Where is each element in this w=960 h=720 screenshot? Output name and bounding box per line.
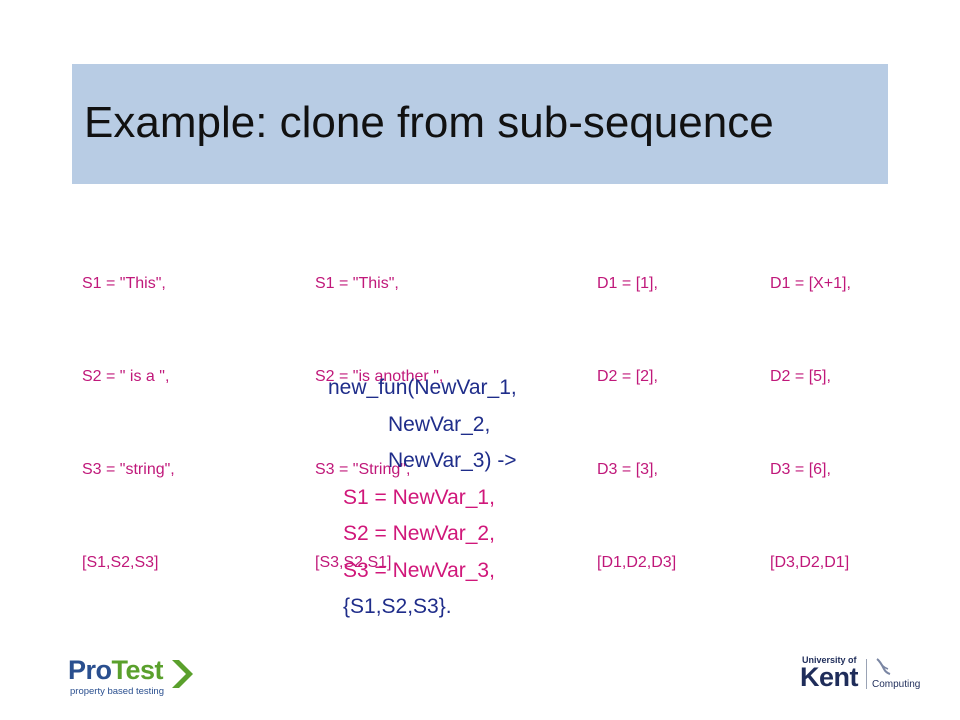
function-param-line: NewVar_2, — [388, 412, 491, 436]
function-body-line: S1 = NewVar_1, — [343, 485, 495, 509]
protest-logo: ProTest property based testing — [68, 655, 203, 700]
code-line: S3 = "String", — [315, 461, 411, 478]
code-line: [D3,D2,D1] — [770, 554, 850, 571]
function-param-line: NewVar_3) -> — [388, 449, 517, 472]
logo-divider — [866, 659, 867, 689]
kent-name: Kent — [800, 662, 859, 692]
code-line: S3 = "string", — [82, 461, 175, 478]
title-bar: Example: clone from sub-sequence — [72, 64, 888, 184]
function-body-line: S3 = NewVar_3, — [343, 558, 495, 582]
kent-emblem-icon — [876, 658, 891, 675]
code-line: [S1,S2,S3] — [82, 554, 159, 571]
code-line: D3 = [3], — [597, 461, 658, 478]
example-column-4: D1 = [X+1], D2 = [5], D3 = [6], [D3,D2,D… — [770, 206, 851, 609]
code-line: D2 = [2], — [597, 368, 658, 385]
code-line: D2 = [5], — [770, 368, 831, 385]
function-body-line: S2 = NewVar_2, — [343, 522, 495, 545]
code-line: S1 = "This", — [315, 275, 399, 292]
new-function-code: new_fun(NewVar_1, NewVar_2, NewVar_3) ->… — [0, 370, 960, 662]
code-line: [S3,S2,S1] — [315, 554, 392, 571]
code-line: S2 = "is another ", — [315, 368, 444, 385]
code-line: S1 = "This", — [82, 275, 166, 292]
protest-logo-test: Test — [111, 655, 164, 685]
protest-logo-pro: Pro — [68, 655, 112, 685]
code-line: [D1,D2,D3] — [597, 554, 677, 571]
example-column-3: D1 = [1], D2 = [2], D3 = [3], [D1,D2,D3] — [597, 206, 676, 609]
code-line: D1 = [1], — [597, 275, 658, 292]
university-of-kent-logo: University of Kent Computing — [800, 655, 925, 695]
function-header-line: new_fun(NewVar_1, — [328, 376, 517, 399]
code-line: S2 = " is a ", — [82, 368, 170, 385]
slide-title: Example: clone from sub-sequence — [84, 98, 774, 147]
protest-tagline: property based testing — [70, 686, 165, 697]
code-line: D1 = [X+1], — [770, 275, 851, 292]
arrow-chevron-icon — [172, 660, 193, 688]
function-return-line: {S1,S2,S3}. — [343, 595, 452, 618]
kent-department: Computing — [872, 679, 921, 690]
example-column-1: S1 = "This", S2 = " is a ", S3 = "string… — [82, 206, 175, 609]
code-line: D3 = [6], — [770, 461, 831, 478]
example-column-2: S1 = "This", S2 = "is another ", S3 = "S… — [315, 206, 443, 609]
kent-university-label: University of — [802, 655, 857, 665]
